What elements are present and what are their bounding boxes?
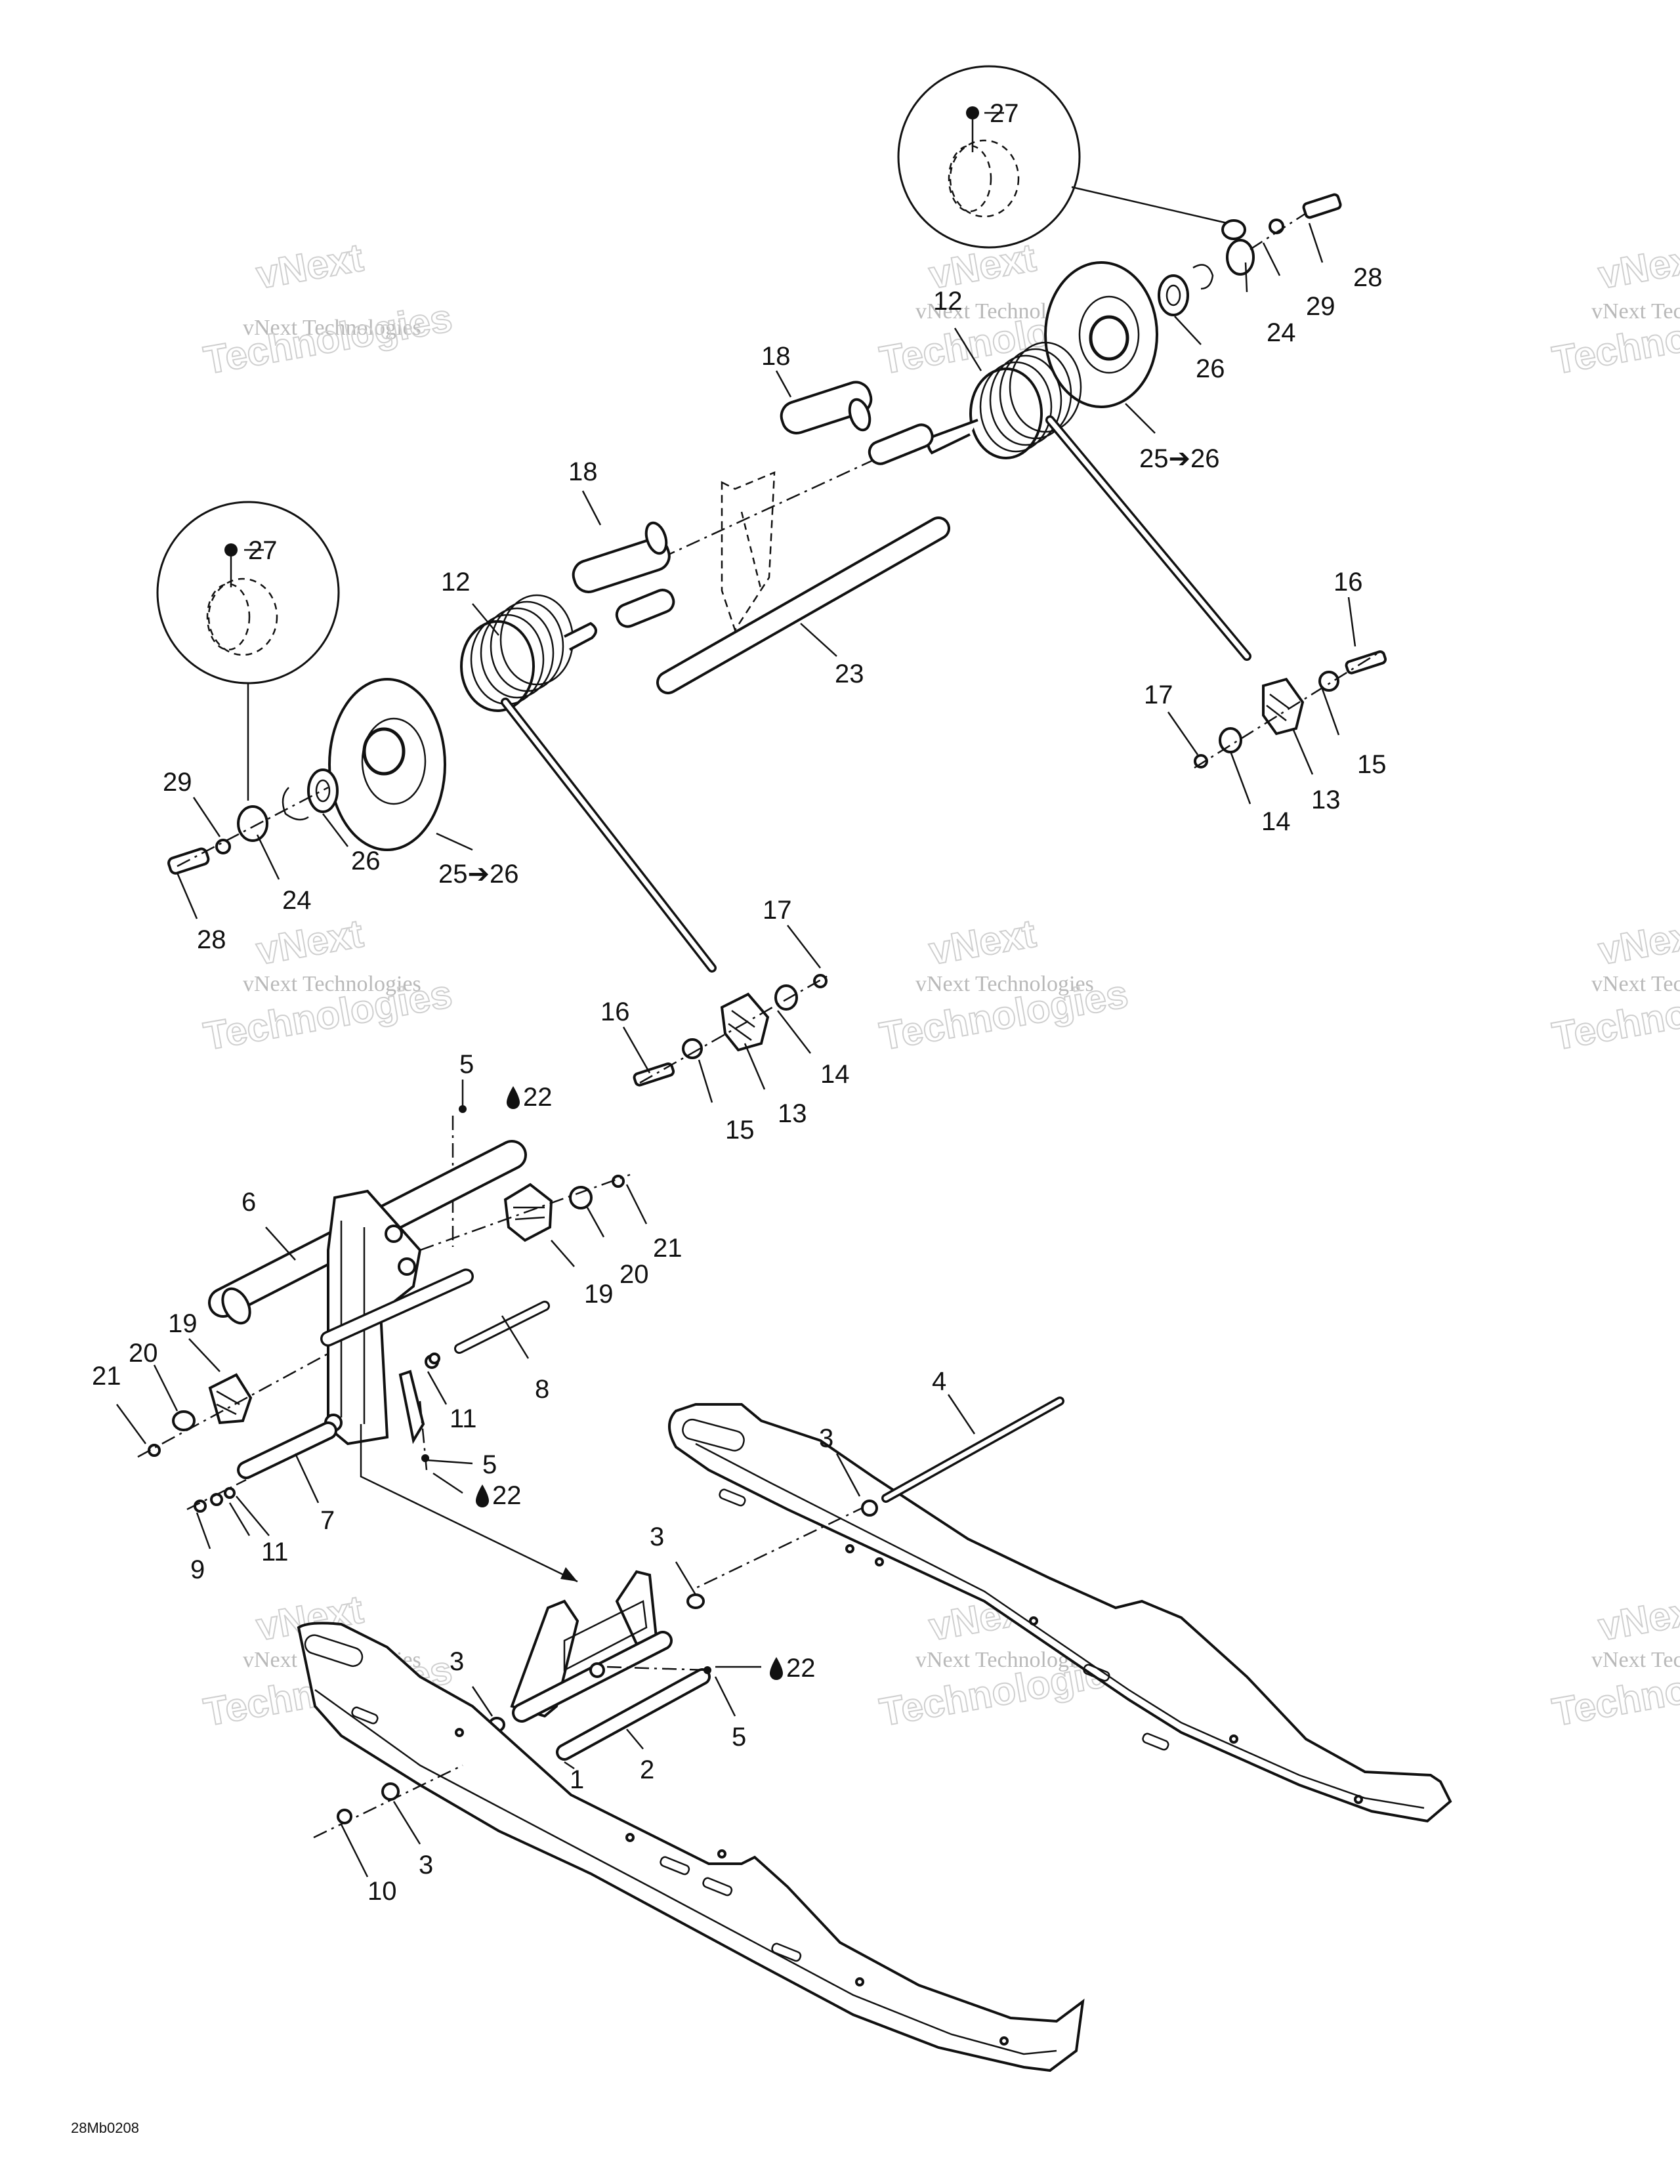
watermark-tile: vNext vNext Technologies Technologies <box>1549 1586 1680 1734</box>
callout-27-left: 27 <box>248 536 278 565</box>
callout-12-upper: 12 <box>933 287 963 316</box>
callout-8: 8 <box>535 1375 549 1404</box>
callout-14-upper: 14 <box>1261 807 1291 836</box>
callout-1: 1 <box>570 1765 584 1794</box>
torsion-spring-upper <box>927 341 1251 661</box>
callout-16-upper: 16 <box>1334 568 1363 597</box>
callout-5-upper: 5 <box>459 1050 474 1079</box>
callout-26-upper: 26 <box>1196 354 1225 383</box>
callout-3-left-lower: 3 <box>419 1851 433 1880</box>
detail-circle-left <box>156 501 340 801</box>
center-shaft-left <box>615 589 675 628</box>
callout-14-left: 14 <box>820 1060 850 1089</box>
watermark-tile: vNext vNext Technologies Technologies <box>1549 910 1680 1059</box>
callout-11-lower: 11 <box>261 1538 289 1566</box>
slide-rail-left <box>297 1622 1085 2072</box>
callout-22-lower: 22 <box>786 1654 816 1683</box>
callout-28-upper: 28 <box>1353 263 1383 292</box>
callout-labels: 27 28 29 24 26 25➔26 12 18 16 17 15 13 1… <box>92 99 1387 1906</box>
watermark-vnext-text: vNext <box>253 911 367 973</box>
callout-5-lower: 5 <box>732 1723 746 1752</box>
callout-24-left: 24 <box>282 886 312 915</box>
center-shaft-upper <box>661 423 934 632</box>
callout-17-upper: 17 <box>1144 681 1173 709</box>
callout-19-right: 19 <box>584 1280 614 1309</box>
callout-9: 9 <box>190 1555 205 1584</box>
callout-7: 7 <box>320 1506 335 1535</box>
callout-25-upper: 25➔26 <box>1139 444 1220 473</box>
leader-lines <box>116 222 1356 1878</box>
watermark-company-text: vNext Technologies <box>243 316 421 340</box>
callout-2: 2 <box>640 1755 654 1784</box>
watermark-vnext-text: vNext <box>1595 235 1680 297</box>
callout-21-left: 21 <box>92 1362 121 1391</box>
torsion-spring-left <box>460 594 717 973</box>
grease-drop-icon <box>770 1657 783 1680</box>
callout-29-left: 29 <box>163 768 192 797</box>
callout-29-upper: 29 <box>1306 292 1335 321</box>
adjuster-cam-left <box>633 973 831 1087</box>
adjuster-cam-upper <box>1194 650 1387 769</box>
watermark-technologies-text: Technologies <box>201 295 455 382</box>
callout-28-left: 28 <box>197 925 226 954</box>
callout-20-right: 20 <box>620 1260 649 1289</box>
bushing-18-left <box>572 521 671 593</box>
idler-wheel-left <box>167 678 446 875</box>
idler-wheel-upper <box>1044 193 1342 408</box>
callout-18-upper: 18 <box>761 342 791 371</box>
grease-drop-icon <box>507 1086 520 1109</box>
slide-rail-right <box>668 1403 1452 1823</box>
grease-drop-icon <box>476 1484 489 1507</box>
callout-24-upper: 24 <box>1267 318 1296 347</box>
cross-shaft-23 <box>656 516 950 694</box>
callout-11-upper: 11 <box>450 1404 477 1433</box>
watermark-company-text: vNext Technologies <box>243 972 421 996</box>
detail-circle-upper <box>897 65 1228 249</box>
long-bolt-4 <box>861 1396 1064 1517</box>
watermark-tile: vNext vNext Technologies Technologies <box>200 910 456 1059</box>
callout-25-left: 25➔26 <box>438 860 519 889</box>
watermark-company-text: vNext Technologies <box>1591 1648 1680 1672</box>
watermark-group: vNext vNext Technologies Technologies vN… <box>200 234 1680 1734</box>
callout-16-left: 16 <box>600 998 630 1026</box>
callout-22-middle: 22 <box>492 1481 522 1510</box>
callout-26-left: 26 <box>351 847 381 875</box>
front-arm-1 <box>488 1570 711 1761</box>
watermark-vnext-text: vNext <box>1595 1587 1680 1648</box>
callout-17-left: 17 <box>763 896 792 925</box>
callout-12-left: 12 <box>441 568 471 597</box>
callout-5-middle: 5 <box>482 1450 497 1479</box>
callout-15-left: 15 <box>725 1116 755 1144</box>
watermark-tile: vNext vNext Technologies Technologies <box>1549 234 1680 383</box>
bushing-18-upper <box>780 381 873 434</box>
callout-19-left: 19 <box>168 1309 198 1338</box>
callout-3-center: 3 <box>650 1522 664 1551</box>
callout-21-right: 21 <box>653 1234 682 1263</box>
watermark-vnext-text: vNext <box>1595 911 1680 973</box>
watermark-company-text: vNext Technologies <box>1591 972 1680 996</box>
callout-3-right-rail: 3 <box>819 1424 833 1453</box>
callout-13-left: 13 <box>778 1099 807 1128</box>
callout-20-left: 20 <box>129 1339 158 1368</box>
watermark-company-text: vNext Technologies <box>1591 299 1680 324</box>
watermark-tile: vNext vNext Technologies Technologies <box>200 234 456 383</box>
callout-10: 10 <box>368 1877 397 1906</box>
callout-15-upper: 15 <box>1357 750 1387 779</box>
callout-13-upper: 13 <box>1311 786 1341 814</box>
callout-6: 6 <box>242 1188 256 1217</box>
callout-4: 4 <box>932 1367 946 1396</box>
callout-22-upper: 22 <box>523 1083 553 1112</box>
watermark-company-text: vNext Technologies <box>915 972 1094 996</box>
callout-18-left: 18 <box>568 457 598 486</box>
watermark-vnext-text: vNext <box>253 235 367 297</box>
callout-3-left-upper: 3 <box>450 1647 464 1676</box>
rear-arm-assembly <box>137 1105 631 1583</box>
callout-23: 23 <box>835 660 864 688</box>
drawing-code: 28Mb0208 <box>71 2120 139 2136</box>
watermark-vnext-text: vNext <box>926 911 1040 973</box>
watermark-tile: vNext vNext Technologies Technologies <box>876 910 1132 1059</box>
callout-27-upper: 27 <box>990 99 1019 128</box>
